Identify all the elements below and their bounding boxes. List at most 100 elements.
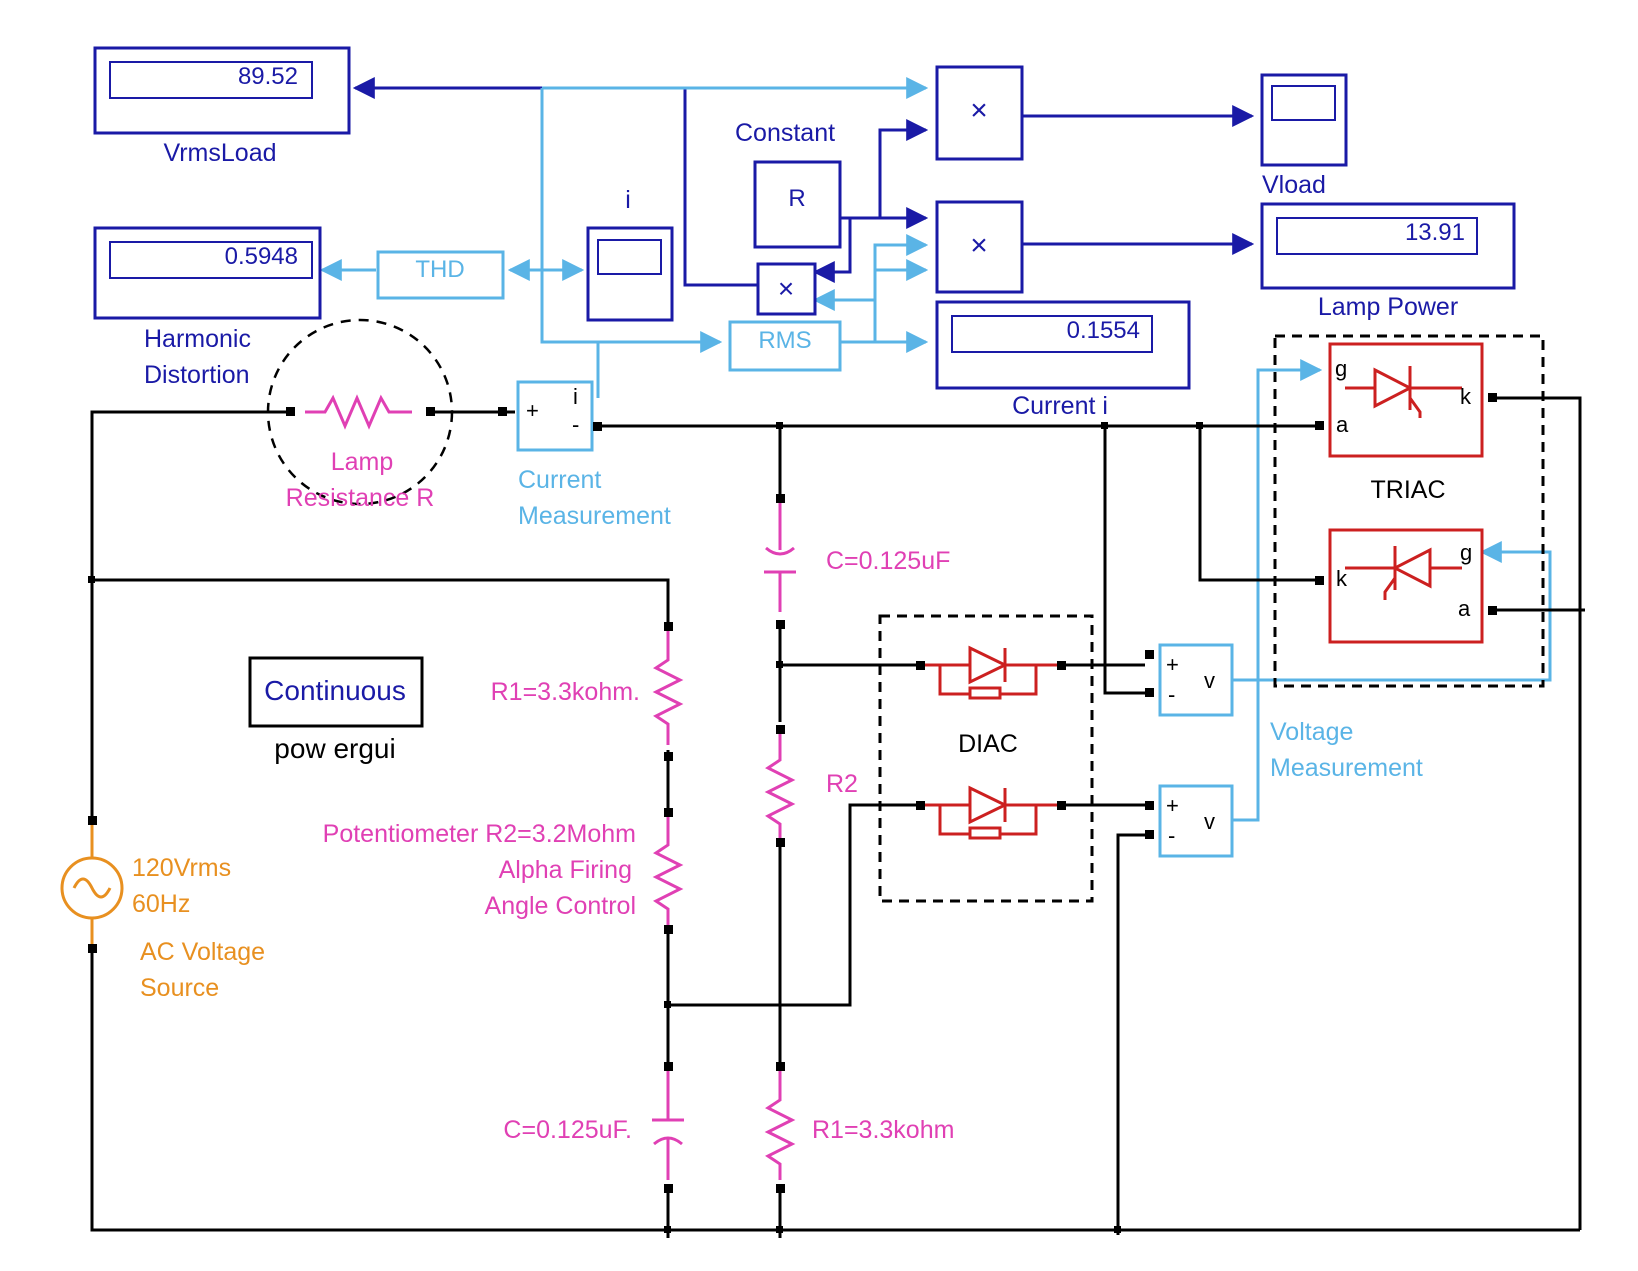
pot-label-2: Alpha Firing <box>499 856 632 884</box>
wire-vm2-minus <box>1116 833 1145 1235</box>
cm-port: i <box>573 384 578 409</box>
resistor-r1-lower[interactable]: R1=3.3kohm <box>764 1062 954 1193</box>
vm1-minus: - <box>1168 682 1175 707</box>
triac-upper-a: a <box>1336 412 1349 437</box>
display-harmonic-distortion[interactable]: 0.5948 Harmonic Distortion <box>93 226 322 389</box>
r1-upper-label: R1=3.3kohm. <box>491 678 640 706</box>
cm-plus: + <box>526 398 539 423</box>
thyristor-upper: g a k <box>1315 342 1497 458</box>
scope-i[interactable]: i <box>586 186 674 322</box>
product-2-symbol: × <box>970 229 988 262</box>
voltage-measurement-2[interactable]: + - v <box>1145 784 1234 858</box>
r1-lower-label: R1=3.3kohm <box>812 1116 954 1144</box>
diac-subsystem[interactable]: DIAC <box>878 614 1094 903</box>
sine-icon <box>72 877 112 899</box>
vm2-plus: + <box>1166 793 1179 818</box>
product-block-1[interactable]: × <box>935 65 1024 161</box>
vm1-plus: + <box>1166 652 1179 677</box>
wire-rail-to-triac2-k <box>1198 426 1315 582</box>
source-label-1: 120Vrms <box>132 854 231 882</box>
voltage-measurement-1[interactable]: + - v <box>1145 643 1234 717</box>
triac-subsystem[interactable]: g a k TRIAC k g a <box>1273 334 1545 688</box>
wire-rail-to-vm1-minus <box>1103 426 1145 695</box>
diac-upper-symbol <box>925 645 1057 700</box>
product-block-3[interactable]: × <box>756 262 817 316</box>
lamp-label-1: Lamp <box>331 448 394 476</box>
potentiometer-r2[interactable]: Potentiometer R2=3.2Mohm Alpha Firing An… <box>323 808 684 934</box>
current-i-value: 0.1554 <box>1067 317 1140 344</box>
cm-label-2: Measurement <box>518 502 671 530</box>
lamp-power-value: 13.91 <box>1405 219 1465 246</box>
light-signal-wires <box>319 77 1552 822</box>
c-upper-label: C=0.125uF <box>826 547 950 575</box>
wire-bottom-rail <box>90 948 1580 1232</box>
powergui-block[interactable]: Continuous pow ergui <box>248 656 424 764</box>
vrmsload-label: VrmsLoad <box>163 139 276 167</box>
display-current-i[interactable]: 0.1554 Current i <box>935 300 1191 420</box>
triac-upper-g: g <box>1335 356 1347 381</box>
electrical-wires <box>90 396 1585 1238</box>
cm-minus: - <box>572 412 579 437</box>
resistor-r1-upper[interactable]: R1=3.3kohm. <box>491 622 684 761</box>
ac-voltage-source[interactable]: 120Vrms 60Hz AC Voltage Source <box>60 816 265 1002</box>
vm2-port: v <box>1204 809 1215 834</box>
rms-block[interactable]: RMS <box>728 320 842 372</box>
vm2-minus: - <box>1168 823 1175 848</box>
wire-source-to-r1 <box>92 578 670 625</box>
display-lamp-power[interactable]: 13.91 Lamp Power <box>1260 202 1516 321</box>
lamp-resistance[interactable]: Lamp Resistance R <box>266 318 507 512</box>
wire-to-mult2-b <box>873 234 929 300</box>
triac-lower-a: a <box>1458 596 1471 621</box>
wire-constant-to-mult1 <box>878 119 929 218</box>
c-lower-label: C=0.125uF. <box>503 1116 632 1144</box>
scope-i-label: i <box>625 186 631 214</box>
triac-label: TRIAC <box>1371 476 1446 504</box>
r2-label: R2 <box>826 770 858 798</box>
wire-current-up <box>596 340 600 398</box>
harmonic-label-1: Harmonic <box>144 325 251 353</box>
lamp-resistor-zigzag <box>305 394 412 430</box>
lamp-power-label: Lamp Power <box>1318 293 1458 321</box>
triac-upper-k: k <box>1460 384 1472 409</box>
junctions <box>88 422 1203 1233</box>
rms-label: RMS <box>758 327 811 354</box>
resistor-r2[interactable]: R2 <box>764 725 858 847</box>
lamp-label-2: Resistance R <box>286 484 435 512</box>
constant-value: R <box>788 185 805 212</box>
pot-label-1: Potentiometer R2=3.2Mohm <box>323 820 636 848</box>
display-vrmsload[interactable]: 89.52 VrmsLoad <box>93 46 351 167</box>
capacitor-upper[interactable]: C=0.125uF <box>764 494 950 629</box>
product-block-2[interactable]: × <box>935 200 1024 294</box>
thd-label: THD <box>415 256 464 283</box>
wire-vm1-to-triac-g <box>1232 359 1323 682</box>
pot-label-3: Angle Control <box>485 892 636 920</box>
cm-label-1: Current <box>518 466 601 494</box>
diac-lower-symbol <box>925 785 1057 840</box>
triac-lower-k: k <box>1336 566 1348 591</box>
wire-pot-to-diac2 <box>668 803 920 1007</box>
wire-branch-to-multiplier <box>683 88 758 287</box>
harmonic-label-2: Distortion <box>144 361 250 389</box>
dark-signal-wires <box>352 77 1255 287</box>
capacitor-lower[interactable]: C=0.125uF. <box>503 1062 684 1193</box>
vm-label-1: Voltage <box>1270 718 1353 746</box>
wire-voltage-bus <box>540 88 723 353</box>
source-label-3: AC Voltage <box>140 938 265 966</box>
source-label-4: Source <box>140 974 219 1002</box>
current-i-label: Current i <box>1012 392 1108 420</box>
scope-vload[interactable]: Vload <box>1260 73 1348 199</box>
source-label-2: 60Hz <box>132 890 190 918</box>
current-measurement-block[interactable]: + - i Current Measurement <box>516 380 671 530</box>
triac-lower-g: g <box>1460 540 1472 565</box>
scope-vload-label: Vload <box>1262 171 1326 199</box>
powergui-label: pow ergui <box>274 733 395 764</box>
wire-source-top <box>90 410 290 820</box>
thd-block[interactable]: THD <box>376 250 505 300</box>
product-1-symbol: × <box>970 94 988 127</box>
constant-label: Constant <box>735 119 835 147</box>
wire-triac-k-out <box>1495 396 1582 1230</box>
vrmsload-value: 89.52 <box>238 63 298 90</box>
diac-label: DIAC <box>958 730 1018 758</box>
constant-block[interactable]: R Constant <box>735 119 842 249</box>
